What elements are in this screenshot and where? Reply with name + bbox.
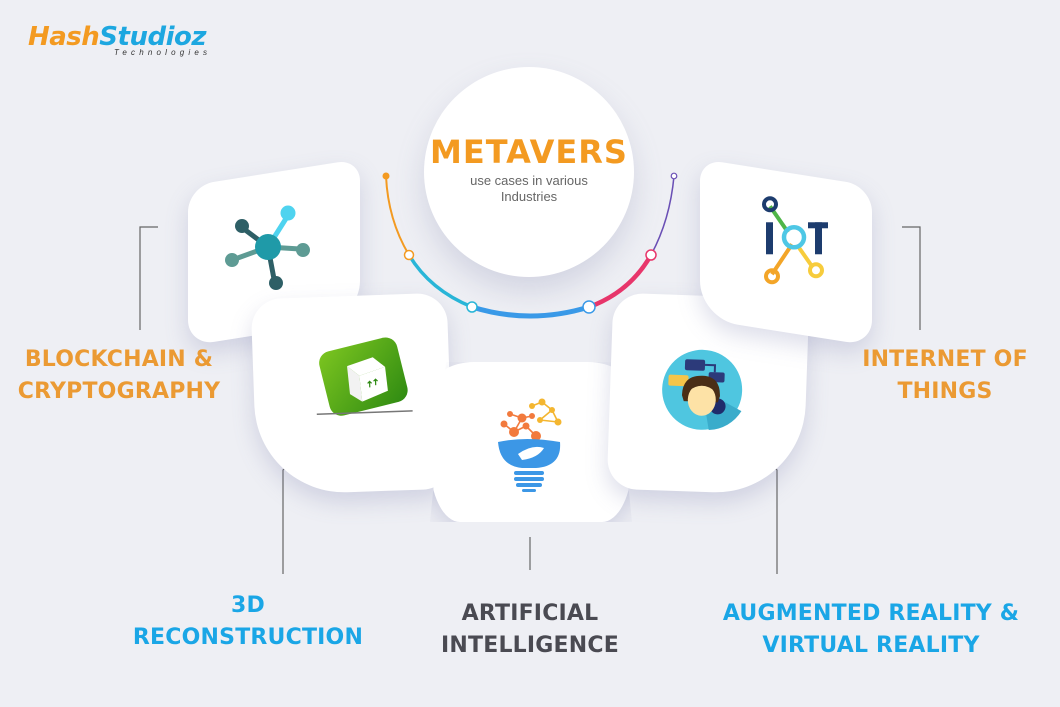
hashstudioz-logo: HashStudioz Technologies xyxy=(28,22,211,57)
label-blockchain-line1: BLOCKCHAIN & xyxy=(24,347,214,372)
arc-node xyxy=(466,301,478,313)
iot-leader-line xyxy=(902,226,921,330)
logo-subtitle: Technologies xyxy=(114,48,212,57)
label-blockchain-line2: CRYPTOGRAPHY xyxy=(17,379,221,404)
label-ai-line2: INTELLIGENCE xyxy=(441,633,619,658)
brain-lightbulb-icon xyxy=(498,398,562,492)
label-iot-line2: THINGS xyxy=(897,379,993,404)
label-iot: INTERNET OF THINGS xyxy=(850,344,1040,408)
arc-start-dot xyxy=(382,172,390,180)
network-hub-icon xyxy=(225,205,310,291)
card-ar-vr[interactable] xyxy=(606,292,810,496)
arc-end-dot xyxy=(670,172,678,180)
label-3d-reconstruction: 3D RECONSTRUCTION xyxy=(118,590,378,654)
iot-icon xyxy=(758,192,838,292)
card-blockchain[interactable] xyxy=(188,158,360,346)
blockchain-leader-line xyxy=(139,226,158,330)
arc-node xyxy=(582,300,596,314)
card-iot[interactable] xyxy=(700,158,872,346)
center-subtitle-line1: use cases in various xyxy=(470,173,588,188)
progress-arc xyxy=(385,175,675,319)
logo-wordmark: HashStudioz xyxy=(28,22,211,52)
center-subtitle: use cases in various Industries xyxy=(470,173,588,205)
card-artificial-intelligence[interactable] xyxy=(430,362,632,522)
arc-node xyxy=(645,249,657,261)
label-ai-line1: ARTIFICIAL xyxy=(461,601,599,626)
metaverse-center-circle: METAVERS use cases in various Industries xyxy=(424,67,634,277)
card-3d-reconstruction[interactable] xyxy=(250,292,454,496)
label-artificial-intelligence: ARTIFICIAL INTELLIGENCE xyxy=(430,598,630,662)
logo-hash-text: Hash xyxy=(28,22,100,52)
person-thinking-icon xyxy=(662,349,743,431)
label-3d-line1: 3D xyxy=(231,593,265,618)
label-arvr-line2: VIRTUAL REALITY xyxy=(762,633,980,658)
green-box-icon xyxy=(316,337,413,416)
arc-node xyxy=(403,249,415,261)
label-blockchain: BLOCKCHAIN & CRYPTOGRAPHY xyxy=(10,344,228,408)
label-3d-line2: RECONSTRUCTION xyxy=(132,625,364,650)
center-subtitle-line2: Industries xyxy=(500,189,558,204)
label-iot-line1: INTERNET OF xyxy=(862,347,1028,372)
logo-studioz-text: Studioz xyxy=(99,22,206,52)
label-arvr-line1: AUGMENTED REALITY & xyxy=(722,601,1020,626)
center-title: METAVERS xyxy=(430,133,628,171)
label-ar-vr: AUGMENTED REALITY & VIRTUAL REALITY xyxy=(712,598,1030,662)
